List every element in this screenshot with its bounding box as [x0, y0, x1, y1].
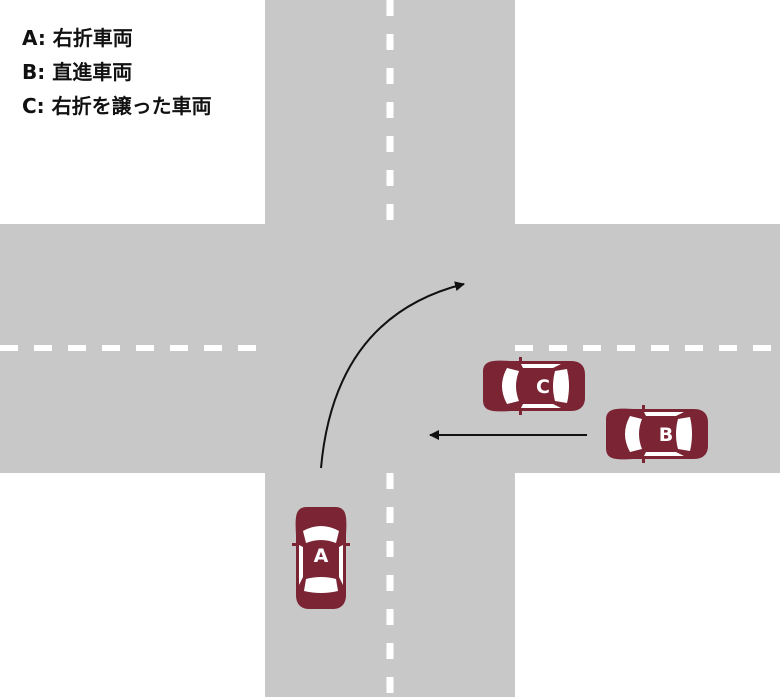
vehicle-a: A: [292, 507, 350, 609]
legend-item-a: A: 右折車両: [22, 26, 133, 50]
vehicle-c: C: [483, 357, 585, 415]
legend: A: 右折車両 B: 直進車両 C: 右折を譲った車両: [22, 21, 212, 123]
right-turn-path-arrow: [320, 281, 465, 469]
vehicle-a-label: A: [314, 545, 329, 567]
legend-item-c: C: 右折を譲った車両: [22, 94, 212, 118]
vehicle-b: B: [606, 405, 708, 463]
vehicle-b-label: B: [659, 424, 673, 446]
legend-item-b: B: 直進車両: [22, 60, 133, 84]
vehicle-c-label: C: [536, 376, 550, 398]
